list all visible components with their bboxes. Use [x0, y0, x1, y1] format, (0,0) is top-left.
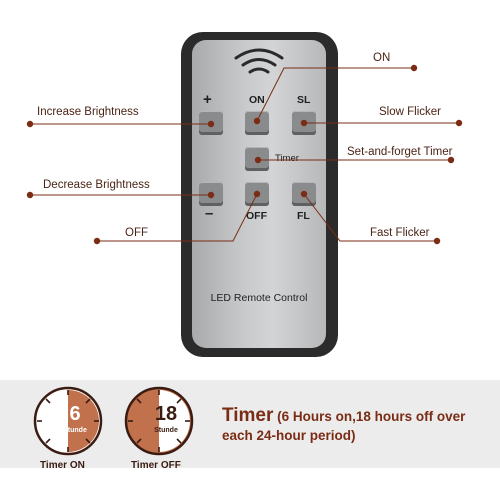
callout-increase-brightness: Increase Brightness [37, 106, 139, 118]
timer-off-unit: Stunde [154, 427, 178, 434]
timer-off-clock-icon [124, 386, 194, 456]
timer-description-detail: (6 Hours on,18 hours off over each 24-ho… [222, 409, 466, 443]
fl-label: FL [297, 210, 310, 222]
timer-on-hours: 6 [69, 403, 81, 425]
timer-off-caption: Timer OFF [131, 460, 181, 471]
timer-off-hours: 18 [154, 403, 178, 425]
timer-description: Timer (6 Hours on,18 hours off over each… [222, 404, 492, 445]
timer-description-title: Timer [222, 405, 274, 426]
timer-on-unit: Stunde [63, 427, 87, 434]
plus-symbol: + [203, 91, 212, 108]
callout-slow-flicker: Slow Flicker [379, 106, 441, 118]
on-label: ON [249, 94, 265, 106]
off-label: OFF [246, 210, 267, 222]
callout-on: ON [373, 52, 391, 64]
remote-brand-text: LED Remote Control [210, 292, 308, 304]
timer-on-caption: Timer ON [40, 460, 85, 471]
sl-label: SL [297, 94, 311, 106]
callout-set-and-forget-timer: Set-and-forget Timer [347, 146, 453, 158]
callout-fast-flicker: Fast Flicker [370, 227, 430, 239]
ir-signal-icon [234, 48, 284, 74]
timer-on-clock-icon [33, 386, 103, 456]
callout-lines [26, 64, 463, 245]
callout-off: OFF [125, 227, 148, 239]
timer-label: Timer [275, 153, 299, 164]
minus-symbol: – [205, 205, 214, 222]
callout-decrease-brightness: Decrease Brightness [43, 179, 150, 191]
